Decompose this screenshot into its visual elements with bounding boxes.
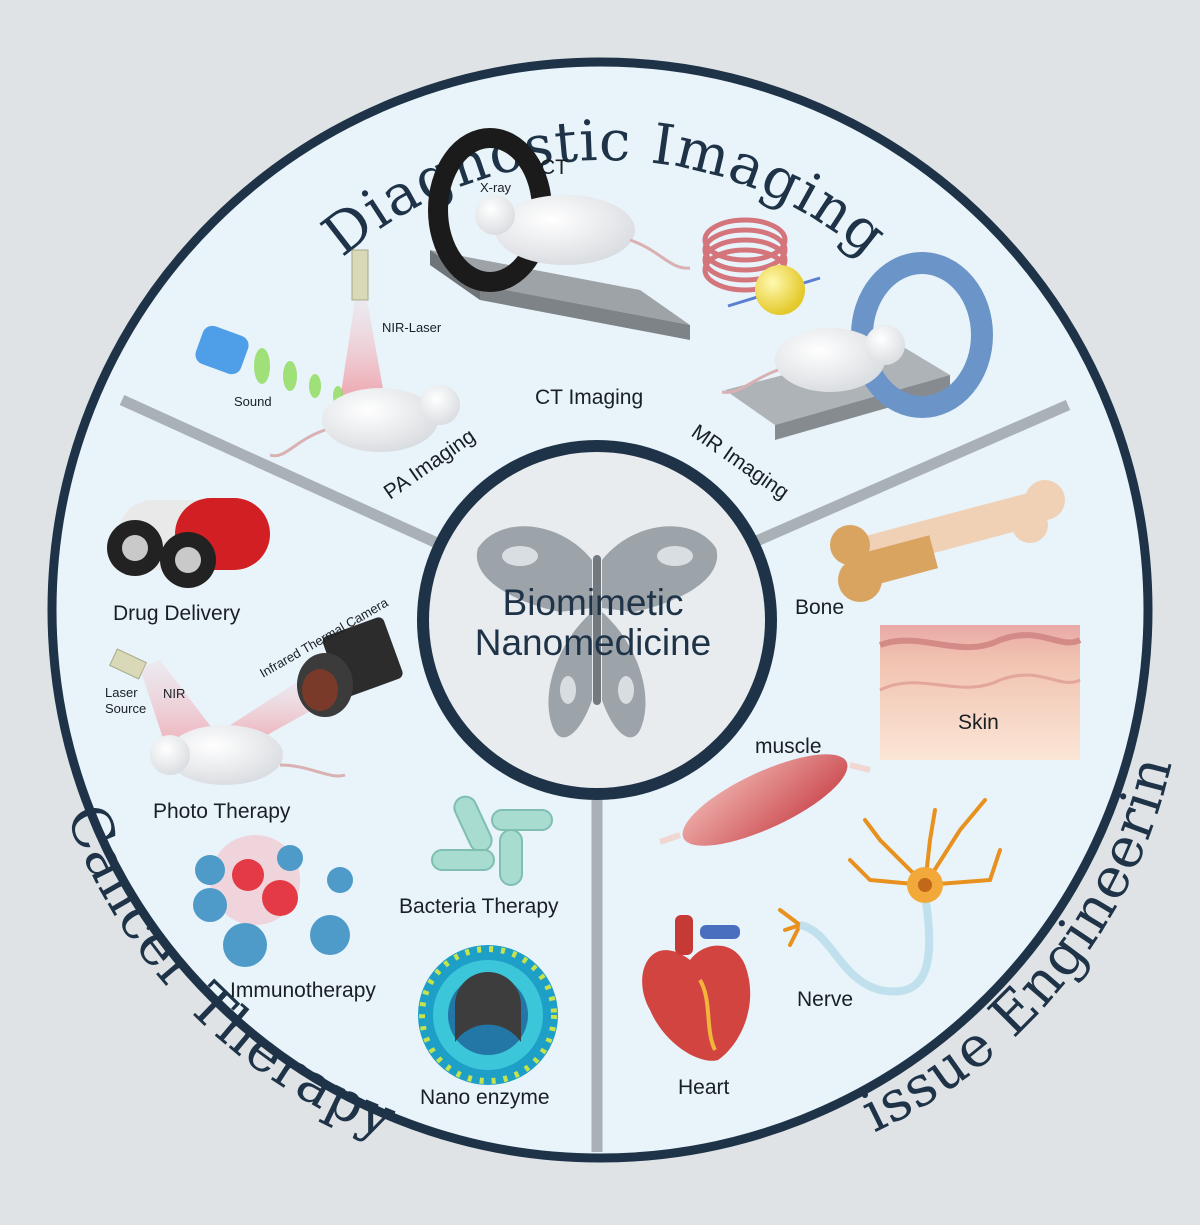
label-nir: NIR xyxy=(163,686,185,701)
label-bone: Bone xyxy=(795,596,844,619)
heart-icon xyxy=(642,915,751,1061)
label-skin: Skin xyxy=(958,711,999,734)
label-x-ray: X-ray xyxy=(480,180,512,195)
label-nano-enzyme: Nano enzyme xyxy=(420,1086,550,1109)
rat-icon xyxy=(775,328,885,392)
sector-dividers xyxy=(119,394,1071,1152)
label-immunotherapy: Immunotherapy xyxy=(230,979,376,1002)
center-hub: Biomimetic Nanomedicine xyxy=(417,440,777,800)
immune-cells-icon xyxy=(193,835,353,967)
bacteria-icon xyxy=(431,795,553,886)
rat-icon xyxy=(167,725,283,785)
label-nerve: Nerve xyxy=(797,988,853,1011)
mr-imaging-illustration xyxy=(702,217,993,440)
ct-scanner-illustration xyxy=(428,128,691,340)
center-title-line2: Nanomedicine xyxy=(475,622,712,663)
label-photo-therapy: Photo Therapy xyxy=(153,800,291,823)
butterfly-icon xyxy=(476,526,718,738)
pa-imaging-illustration xyxy=(195,249,460,458)
label-drug-delivery: Drug Delivery xyxy=(113,602,241,625)
label-ct: CT xyxy=(540,156,568,179)
drug-delivery-car-icon xyxy=(107,498,270,588)
label-bacteria-therapy: Bacteria Therapy xyxy=(399,895,559,918)
ultrasound-transducer-icon xyxy=(195,325,249,375)
center-title-line1: Biomimetic xyxy=(503,582,684,623)
muscle-icon xyxy=(659,754,871,846)
rat-icon xyxy=(495,195,635,265)
nano-enzyme-icon xyxy=(418,945,558,1085)
nerve-icon xyxy=(778,798,1002,996)
bone-icon xyxy=(830,480,1065,602)
thermal-camera-icon xyxy=(297,617,403,717)
skin-icon xyxy=(878,625,1082,760)
rat-icon xyxy=(322,388,438,452)
label-ct-imaging: CT Imaging xyxy=(535,386,643,409)
label-source: Source xyxy=(105,701,146,716)
magnet-sphere-icon xyxy=(755,265,805,315)
label-laser: Laser xyxy=(105,685,138,700)
label-sound: Sound xyxy=(234,394,272,409)
label-heart: Heart xyxy=(678,1076,730,1099)
label-muscle: muscle xyxy=(755,735,822,758)
photo-therapy-illustration xyxy=(109,617,403,785)
label-nir-laser: NIR-Laser xyxy=(382,320,442,335)
